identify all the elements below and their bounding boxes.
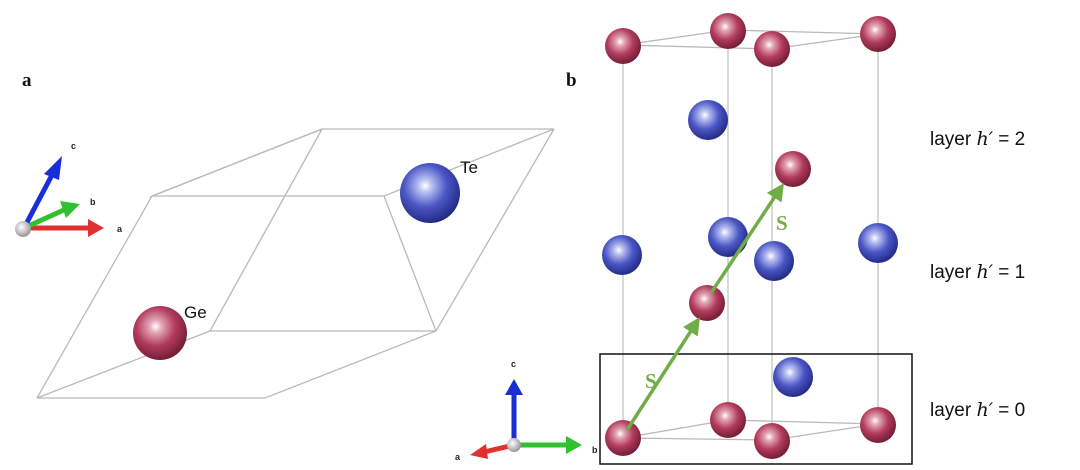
ge-atom <box>689 285 725 321</box>
te-atom <box>754 241 794 281</box>
ge-atom <box>754 31 790 67</box>
ge-atoms <box>605 13 896 459</box>
c-axis-label: c <box>71 141 76 151</box>
c-axis-label: c <box>511 359 516 369</box>
te-atom <box>400 163 460 223</box>
b-axis-arrowhead <box>60 201 80 218</box>
c-axis-arrow <box>21 173 55 230</box>
te-atom <box>688 100 728 140</box>
panel-b: b <box>455 13 1025 465</box>
te-atom <box>858 223 898 263</box>
layer-label-1: layer h′ = 1 <box>930 261 1025 283</box>
te-atom <box>773 357 813 397</box>
panel-a-axis-triad: a b c <box>15 141 123 237</box>
s-vector-arrow <box>625 317 700 431</box>
axis-origin-sphere <box>507 438 521 452</box>
rhombohedral-unit-cell <box>36 128 555 399</box>
axis-origin-sphere <box>15 221 31 237</box>
ge-atom <box>133 306 187 360</box>
a-axis-arrowhead <box>88 219 104 237</box>
te-atom <box>602 235 642 275</box>
ge-atom <box>710 13 746 49</box>
ge-atom <box>710 402 746 438</box>
c-axis-arrowhead <box>44 156 62 180</box>
layer-label-2: layer h′ = 2 <box>930 128 1025 150</box>
te-atoms <box>602 100 898 397</box>
s-vector-label: S <box>776 211 788 235</box>
layer-0-box <box>599 353 913 465</box>
ge-atom <box>605 420 641 456</box>
b-axis-label: b <box>90 197 96 207</box>
ge-atom <box>775 151 811 187</box>
ge-atom <box>605 28 641 64</box>
panel-b-letter: b <box>566 70 577 91</box>
translation-vectors: S S <box>625 183 788 431</box>
b-axis-arrow <box>22 206 68 231</box>
panel-a-letter: a <box>22 70 32 91</box>
ge-atom <box>860 407 896 443</box>
c-axis-arrowhead <box>505 379 523 395</box>
ge-atom-label: Ge <box>184 303 207 322</box>
a-axis-label: a <box>117 224 123 234</box>
layer-label-0: layer h′ = 0 <box>930 399 1025 421</box>
panel-b-axis-triad: c b a <box>455 359 598 462</box>
te-atom-label: Te <box>460 158 478 177</box>
a-axis-arrowhead <box>470 444 488 459</box>
te-atom <box>708 217 748 257</box>
a-axis-label: a <box>455 452 461 462</box>
b-axis-arrowhead <box>566 436 582 454</box>
s-vector-arrow <box>709 183 784 294</box>
b-axis-label: b <box>592 445 598 455</box>
panel-a: a a b c Ge Te <box>15 70 555 399</box>
ge-atom <box>860 16 896 52</box>
s-vector-label: S <box>645 369 657 393</box>
ge-atom <box>754 423 790 459</box>
